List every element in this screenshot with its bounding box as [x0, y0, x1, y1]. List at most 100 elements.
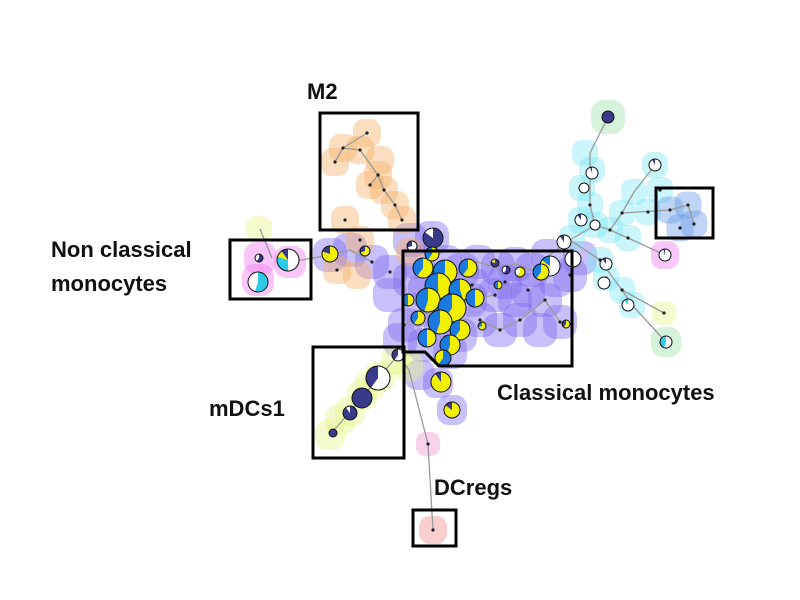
pie-outline: [321, 245, 339, 263]
highlight-boxes: [228, 111, 715, 548]
cluster-blob: [343, 261, 371, 289]
pie-slice: [478, 322, 486, 330]
pie-outline: [561, 319, 571, 329]
pie-outline: [574, 213, 588, 227]
pie-slice: [517, 267, 526, 277]
tree-node-dot: [335, 268, 339, 272]
pie-outline: [247, 271, 269, 293]
tree-node-dot: [620, 288, 624, 292]
tree-node-dot: [543, 298, 547, 302]
non-classical-box: [228, 238, 313, 301]
tree-node-dot: [358, 238, 362, 242]
tree-node-dot: [503, 280, 507, 284]
pie-slice: [407, 241, 417, 251]
pie-node: [458, 258, 478, 278]
tree-edge: [669, 204, 689, 211]
tree-edge: [259, 228, 273, 259]
tree-edge: [687, 204, 695, 225]
pie-slice: [559, 235, 564, 242]
pie-slice: [322, 246, 338, 263]
tree-node-dot: [478, 318, 482, 322]
pie-outline: [359, 245, 371, 257]
pie-node: [659, 335, 673, 349]
pie-node: [443, 401, 461, 419]
tree-node-dot: [400, 218, 404, 222]
pie-slice: [536, 264, 549, 281]
pie-slice: [366, 366, 378, 388]
pie-node: [247, 271, 269, 293]
blue-cluster-box: [654, 186, 715, 240]
pie-slice: [438, 273, 451, 299]
pie-outline: [443, 401, 461, 419]
pie-slice: [462, 259, 477, 277]
pie-outline: [458, 258, 478, 278]
pie-node: [574, 213, 588, 227]
tree-node-dot: [426, 442, 430, 446]
pie-node: [422, 227, 444, 249]
pie-outline: [578, 182, 590, 194]
pie-slice: [533, 264, 541, 279]
pie-outline: [659, 335, 673, 349]
pie-outline: [427, 309, 453, 335]
pie-slice: [557, 235, 572, 250]
tree-edge: [609, 229, 629, 239]
pie-node: [493, 280, 503, 290]
tree-node-dot: [358, 148, 362, 152]
pie-slice: [478, 322, 482, 328]
tree-edge: [359, 149, 379, 176]
tree-edge: [377, 174, 385, 191]
tree-node-dot: [526, 288, 530, 292]
tree-node-dot: [393, 203, 397, 207]
tree-node-dot: [376, 173, 380, 177]
tree-edge: [544, 299, 561, 323]
pie-slice: [408, 294, 414, 306]
pie-slice: [427, 329, 436, 347]
pie-outline: [493, 280, 503, 290]
pie-slice: [256, 254, 264, 262]
tree-edge: [349, 249, 373, 263]
pie-slice: [254, 272, 269, 293]
pie-outline: [597, 276, 611, 290]
pie-node: [351, 387, 373, 409]
label-classical-monocytes: Classical monocytes: [497, 380, 715, 405]
tree-edge: [589, 116, 609, 154]
pie-node: [321, 245, 339, 263]
pie-outline: [658, 248, 672, 262]
pie-outline: [412, 257, 434, 279]
pie-node: [490, 258, 500, 268]
pie-slice: [450, 320, 460, 339]
tree-node-dot: [668, 208, 672, 212]
pie-outline: [585, 166, 599, 180]
pie-slice: [602, 258, 606, 264]
pie-slice: [590, 167, 592, 173]
pie-slice: [602, 111, 614, 123]
pie-node: [410, 310, 426, 326]
pie-slice: [416, 288, 428, 312]
pie-node: [601, 110, 615, 124]
tree-edge: [427, 443, 434, 531]
pie-outline: [556, 234, 572, 250]
pie-slice: [417, 258, 433, 279]
pie-outline: [532, 263, 550, 281]
pie-slice: [352, 388, 372, 408]
tree-edge: [499, 319, 521, 331]
tree-node-dot: [365, 131, 369, 135]
tree-edge: [394, 204, 403, 221]
tree-node-dot: [343, 218, 347, 222]
pie-outline: [621, 298, 635, 312]
cluster-blob: [373, 278, 407, 312]
pie-node: [597, 276, 611, 290]
pie-slice: [424, 288, 440, 313]
tree-node-dot: [341, 146, 345, 150]
dcregs-box: [411, 508, 458, 548]
pie-node: [427, 309, 453, 335]
pie-outline: [465, 288, 485, 308]
tree-edge: [627, 237, 666, 256]
pie-outline: [514, 266, 526, 278]
tree-nodes: [247, 110, 696, 532]
pie-slice: [370, 366, 390, 390]
tree-edge: [519, 299, 546, 321]
pie-slice: [413, 311, 425, 326]
label-mdcs1: mDCs1: [209, 396, 285, 421]
